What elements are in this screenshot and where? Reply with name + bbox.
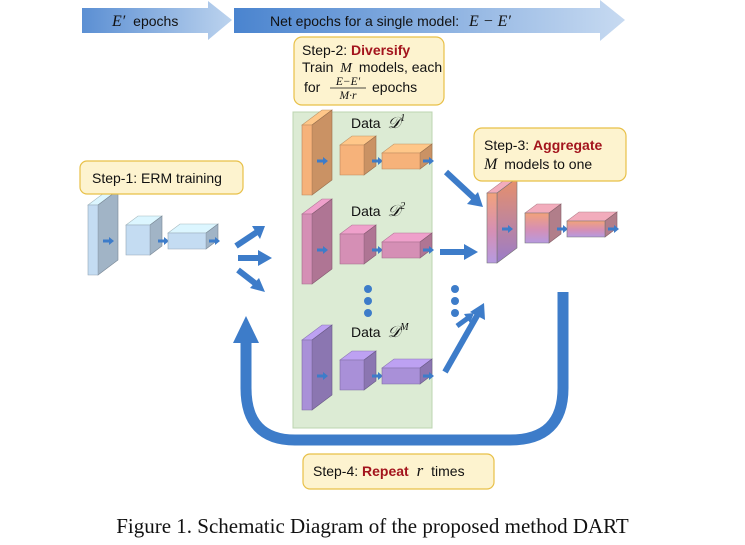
header-net-epochs-arrow: Net epochs for a single model: E − E′ xyxy=(234,0,625,41)
aggregated-network-arrow3-head xyxy=(614,225,619,233)
ellipsis-dots-panel xyxy=(364,285,372,317)
aggregated-network-layer1-front xyxy=(486,192,498,264)
aggregated-network-layer3-front xyxy=(566,220,606,238)
model-1-network-layer1-front xyxy=(301,124,313,196)
model-2-network-arrow3-head xyxy=(429,246,434,254)
step2-line2: Train M models, each xyxy=(302,59,442,76)
model-M-network-layer1-side xyxy=(311,324,333,411)
ellipsis-dots-right xyxy=(451,285,459,317)
model-1-network-arrow2-head xyxy=(378,157,383,165)
step4-box: Step-4: Repeat r times xyxy=(302,453,495,490)
model-2-network-arrow1-head xyxy=(323,246,328,254)
networks-layer xyxy=(87,109,619,411)
erm-network-layer2-front xyxy=(125,224,151,256)
step4-label: Step-4: Repeat r times xyxy=(313,461,465,480)
model-2-network-layer2-front xyxy=(339,233,365,265)
step2-title: Step-2: Diversify xyxy=(302,42,410,58)
model-M-network-arrow1-head xyxy=(323,372,328,380)
figure-caption: Figure 1. Schematic Diagram of the propo… xyxy=(116,514,629,538)
split-arrows xyxy=(234,226,272,292)
erm-network-layer1-side xyxy=(97,189,119,276)
aggregated-network-layer1-side xyxy=(496,177,518,264)
aggregated-network-arrow1-head xyxy=(508,225,513,233)
erm-network-arrow2-head xyxy=(164,237,169,245)
aggregated-network-layer2-front xyxy=(524,212,550,244)
model-M-network-arrow3-head xyxy=(429,372,434,380)
step2-for: for xyxy=(304,79,321,95)
model-M-network-layer1-front xyxy=(301,339,313,411)
repeat-loop-arrow xyxy=(233,292,569,446)
header-epochs-arrow: E′ epochs xyxy=(82,1,232,40)
model-1-network-layer2-front xyxy=(339,144,365,176)
aggregate-arrows xyxy=(440,169,485,374)
data-label-1: Data 𝒟1 xyxy=(351,113,405,132)
aggregated-network-arrow2-head xyxy=(563,225,568,233)
erm-network-arrow3-head xyxy=(215,237,220,245)
step3-title: Step-3: Aggregate xyxy=(484,137,602,153)
step3-box: Step-3: Aggregate M models to one xyxy=(473,127,627,182)
header-left-text: E′ epochs xyxy=(111,13,178,30)
data-label-2: Data 𝒟2 xyxy=(351,201,405,220)
model-2-network-layer1-side xyxy=(311,198,333,285)
step2-frac-num: E−E′ xyxy=(335,76,361,88)
model-1-network-arrow3-head xyxy=(429,157,434,165)
model-1-network-layer1-side xyxy=(311,109,333,196)
model-1-network-layer3-front xyxy=(381,152,421,170)
header-right-text: Net epochs for a single model: E − E′ xyxy=(270,13,511,30)
step2-frac-den: M·r xyxy=(339,90,357,102)
erm-network-layer3-front xyxy=(167,232,207,250)
model-1-network-arrow1-head xyxy=(323,157,328,165)
step3-line2: M models to one xyxy=(483,156,592,173)
model-2-network-layer1-front xyxy=(301,213,313,285)
model-M-network-arrow2-head xyxy=(378,372,383,380)
erm-network-layer1-front xyxy=(87,204,99,276)
model-M-network-layer2-front xyxy=(339,359,365,391)
model-2-network-arrow2-head xyxy=(378,246,383,254)
step2-box: Step-2: Diversify Train M models, each f… xyxy=(293,36,445,106)
data-label-M: Data 𝒟M xyxy=(351,322,409,341)
step1-label: Step-1: ERM training xyxy=(92,170,222,186)
model-M-network-layer3-front xyxy=(381,367,421,385)
erm-network-arrow1-head xyxy=(109,237,114,245)
step1-box: Step-1: ERM training xyxy=(79,160,244,195)
model-2-network-layer3-front xyxy=(381,241,421,259)
step2-epochs: epochs xyxy=(372,79,417,95)
